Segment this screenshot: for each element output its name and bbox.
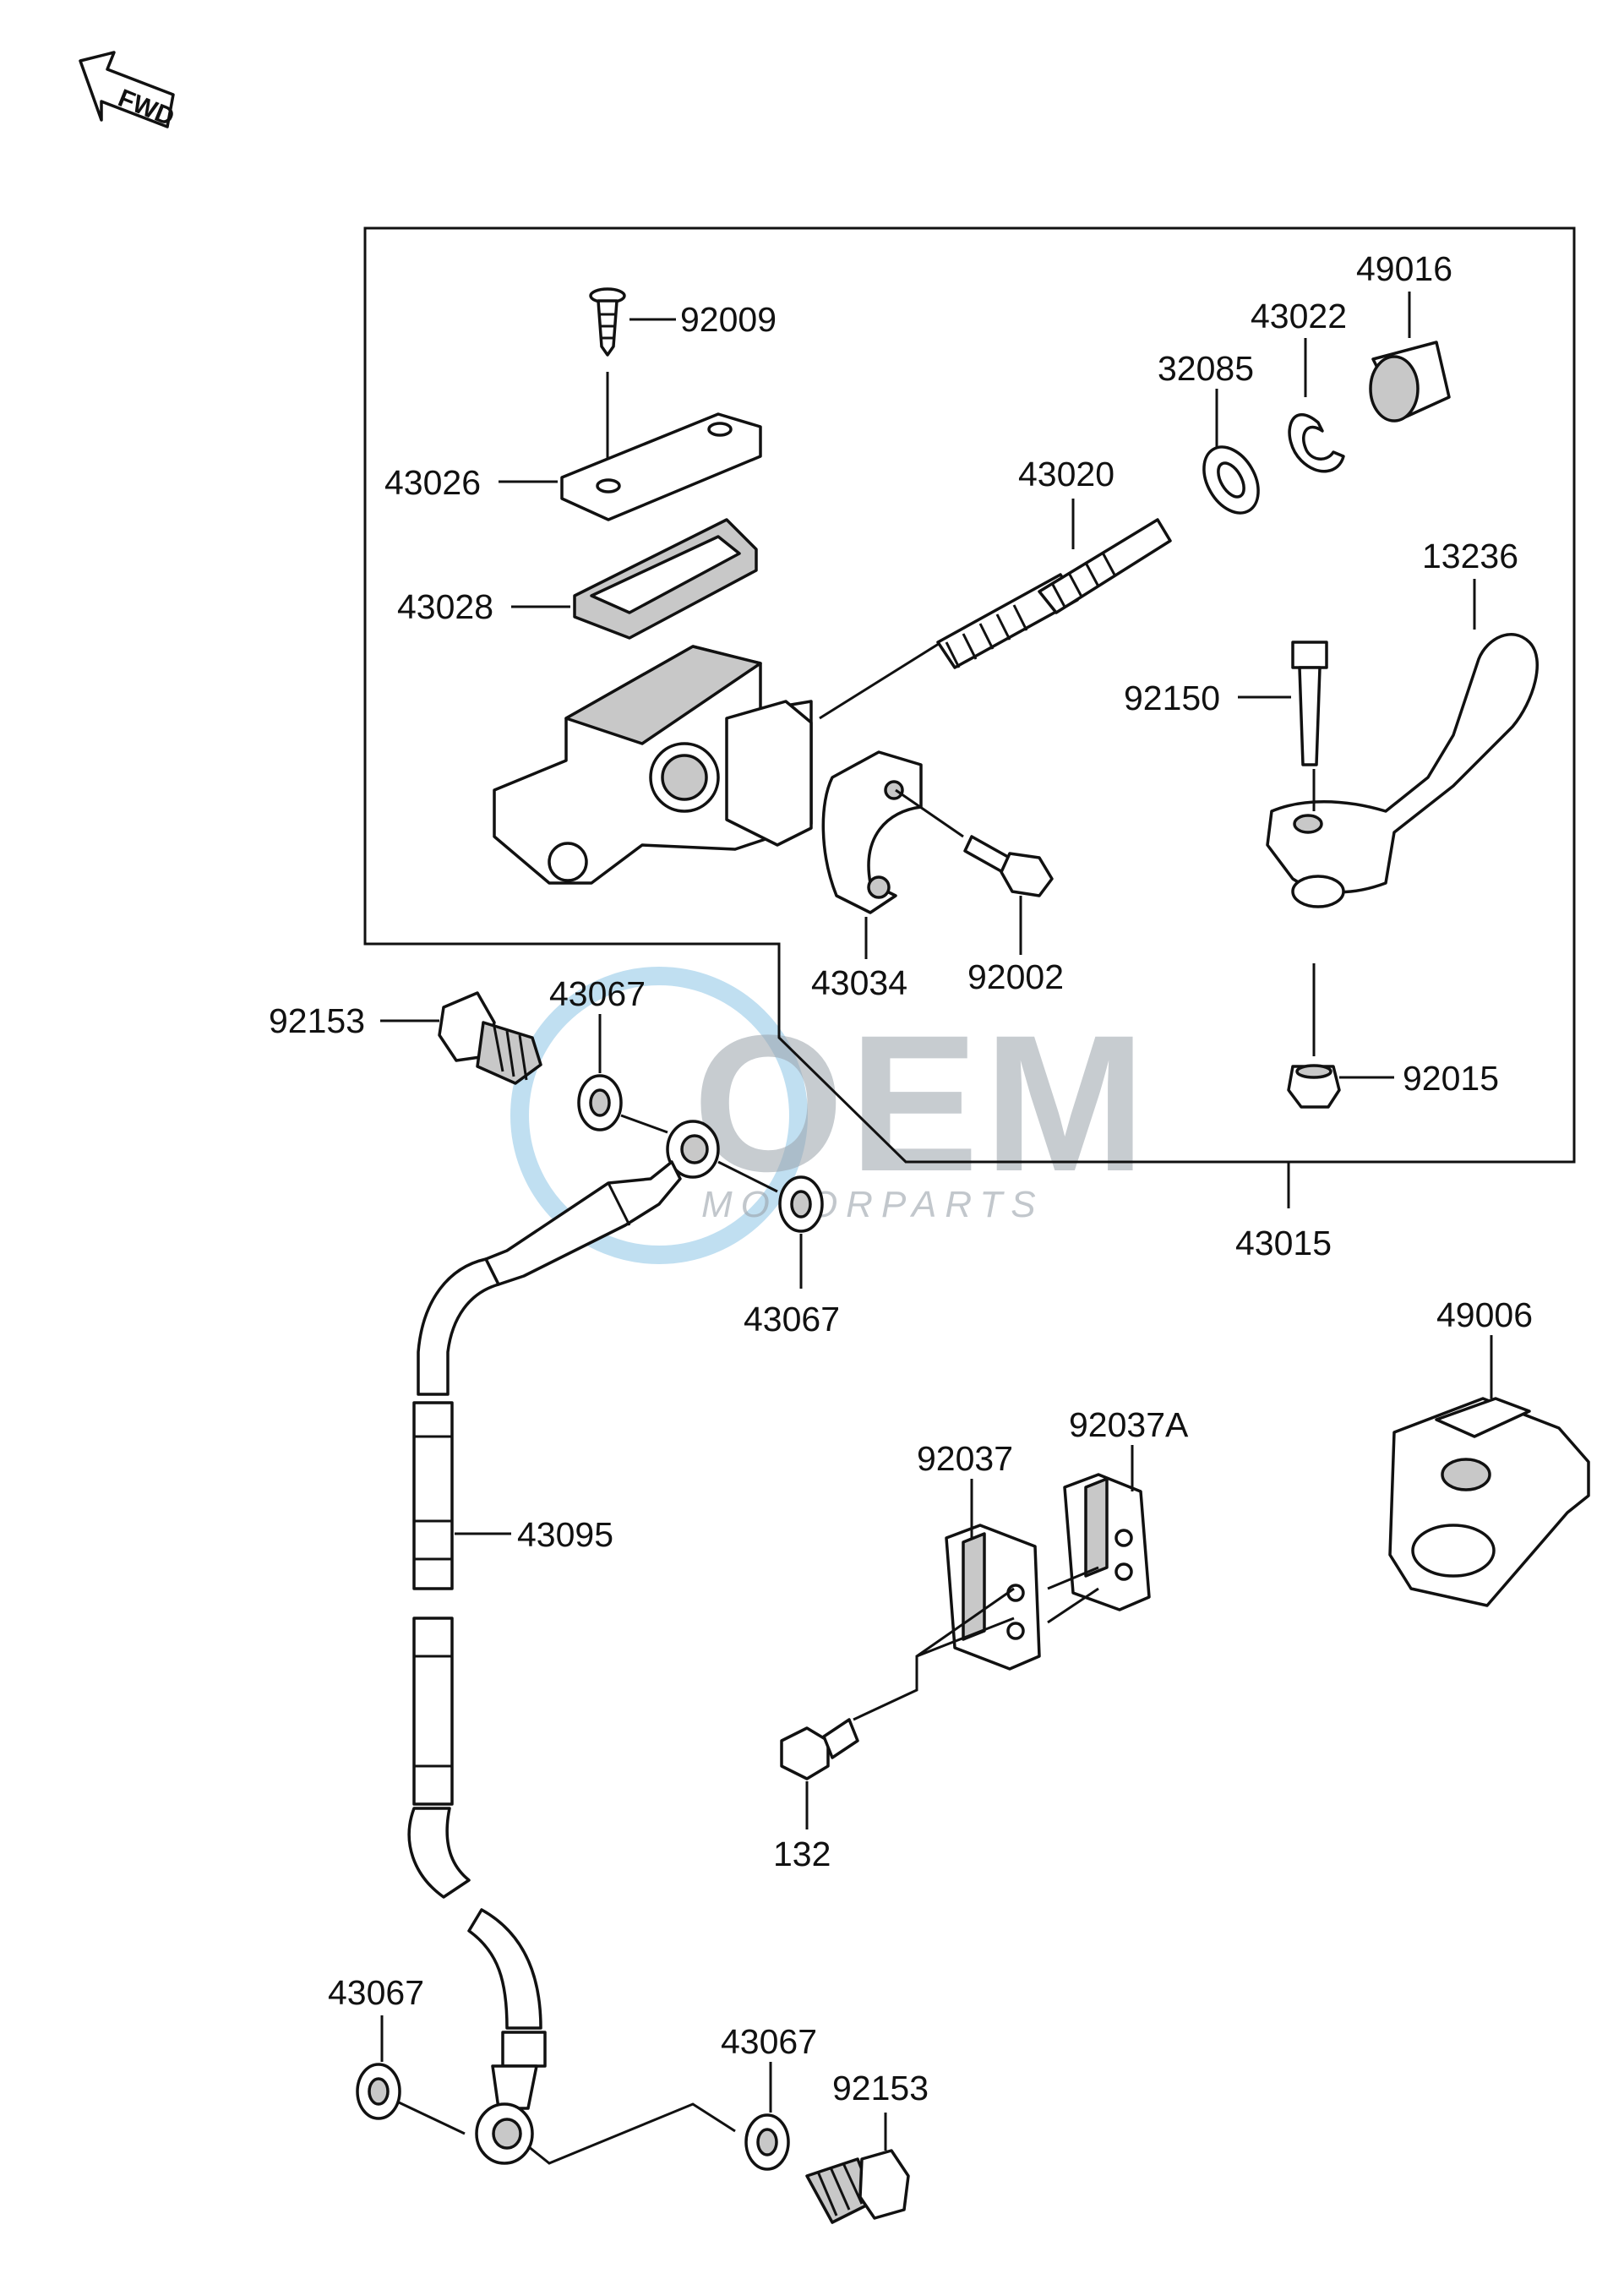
watermark: OEM MOTORPARTS [510, 967, 1151, 1264]
label-92037A: 92037A [1069, 1405, 1189, 1444]
label-43034: 43034 [811, 963, 907, 1002]
label-92153-top: 92153 [269, 1001, 365, 1040]
watermark-brand: OEM [693, 995, 1151, 1212]
label-43026: 43026 [384, 463, 481, 502]
part-43095-hose-lower-banjo [475, 2102, 534, 2165]
part-92009-screw [589, 287, 676, 357]
label-43067-br: 43067 [721, 2022, 817, 2061]
part-92037-clamp [945, 1524, 1041, 1671]
part-43020-piston [936, 518, 1172, 669]
axis-92002 [895, 788, 964, 838]
label-92015: 92015 [1403, 1059, 1499, 1098]
part-92153-top-banjo-bolt [438, 991, 542, 1085]
label-43022: 43022 [1251, 297, 1347, 335]
part-132-bolt [780, 1718, 859, 1780]
part-49006-cover [1388, 1397, 1590, 1607]
label-92002: 92002 [967, 957, 1064, 996]
part-43034-clamp [821, 750, 923, 914]
label-43015: 43015 [1235, 1224, 1332, 1262]
watermark-globe-icon [510, 967, 808, 1264]
axis-43067-bl [398, 2101, 466, 2135]
axis-43067-top [620, 1114, 668, 1134]
axis-43067-mid [717, 1160, 778, 1193]
label-43095: 43095 [517, 1515, 613, 1554]
assembly-frame [363, 226, 1576, 1164]
axis-92037 [853, 1566, 1099, 1721]
part-43028-diaphragm [573, 518, 758, 640]
label-43028: 43028 [397, 587, 493, 626]
part-43095-hose-upper-banjo [484, 1120, 720, 1286]
forward-arrow-icon [79, 51, 175, 128]
part-92002-bolt [963, 835, 1054, 897]
label-92153-bottom: 92153 [832, 2069, 929, 2107]
label-32085: 32085 [1158, 349, 1254, 388]
part-49016-boot [1369, 341, 1451, 423]
part-43022-circlip [1288, 413, 1345, 473]
label-49016: 49016 [1356, 249, 1452, 288]
part-92150-bolt [1291, 641, 1328, 766]
label-13236: 13236 [1422, 537, 1518, 575]
part-92037A-clamp [1063, 1473, 1151, 1611]
part-92015-nut [1287, 1064, 1341, 1109]
axis-piston [819, 632, 956, 720]
axis-lower-banjo [527, 2102, 736, 2165]
part-master-cylinder-body [493, 645, 813, 885]
label-92150: 92150 [1124, 679, 1220, 717]
label-49006: 49006 [1436, 1295, 1533, 1334]
part-92153-bottom-banjo-bolt [805, 2149, 910, 2224]
watermark-tagline: MOTORPARTS [701, 1184, 1044, 1225]
fwd-badge: FWD [79, 51, 178, 132]
label-43020: 43020 [1018, 455, 1114, 493]
part-13236-lever [1266, 633, 1539, 908]
label-43067-bl: 43067 [328, 1973, 424, 2012]
label-43067-mid: 43067 [744, 1300, 840, 1339]
label-43067-top: 43067 [549, 974, 646, 1013]
label-92037: 92037 [917, 1439, 1013, 1478]
label-132: 132 [773, 1835, 831, 1873]
part-43095-brake-hose [407, 1257, 547, 2110]
label-92009: 92009 [680, 300, 777, 339]
part-43026-cap [560, 412, 762, 521]
